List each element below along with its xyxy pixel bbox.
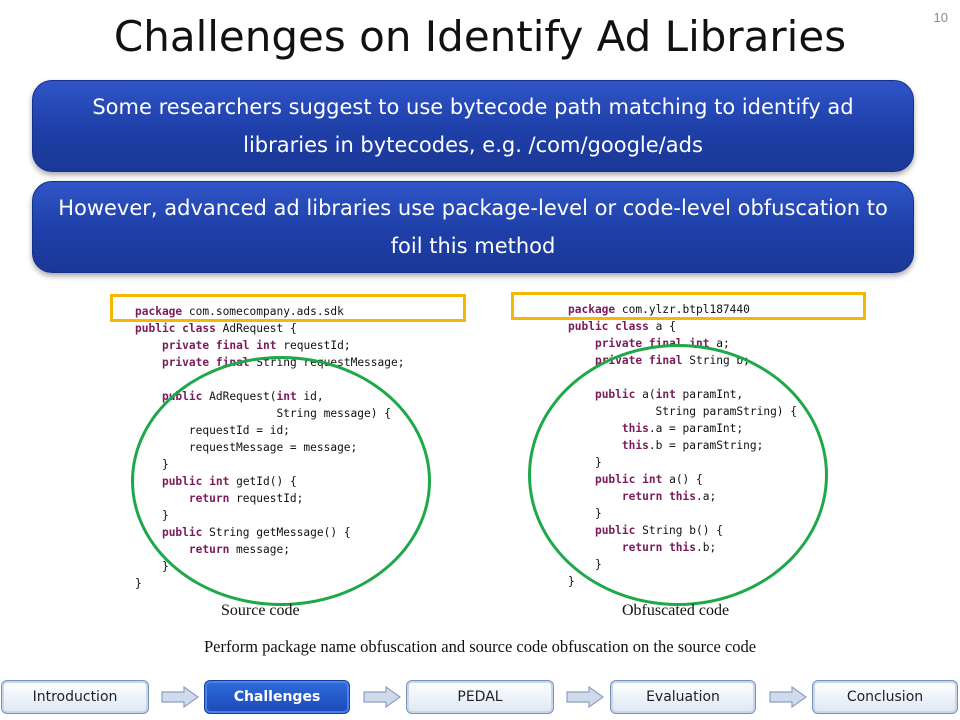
nav-arrow-icon: [161, 686, 200, 708]
nav-item-evaluation[interactable]: Evaluation: [610, 680, 756, 714]
callout-obfuscation: However, advanced ad libraries use packa…: [32, 181, 914, 273]
code-line: package com.ylzr.btpl187440: [568, 303, 750, 316]
code-line: package com.somecompany.ads.sdk: [135, 305, 344, 318]
code-line: public class a {: [568, 320, 676, 333]
nav-item-conclusion[interactable]: Conclusion: [812, 680, 958, 714]
code-line: }: [568, 575, 575, 588]
source-code-ellipse: [131, 356, 431, 606]
nav-arrow-icon: [566, 686, 605, 708]
obfuscated-code-ellipse: [528, 344, 828, 606]
nav-item-introduction[interactable]: Introduction: [1, 680, 149, 714]
code-line: }: [135, 560, 169, 573]
code-line: private final int requestId;: [161, 339, 351, 352]
obfuscation-note: Perform package name obfuscation and sou…: [203, 637, 757, 656]
page-title: Challenges on Identify Ad Libraries: [113, 12, 847, 61]
slide-number: 10: [933, 10, 948, 25]
code-line: public class AdRequest {: [135, 322, 297, 335]
callout-bytecode-matching: Some researchers suggest to use bytecode…: [32, 80, 914, 172]
nav-arrow-icon: [363, 686, 402, 708]
code-line: }: [135, 577, 142, 590]
section-nav: Introduction Challenges PEDAL Evaluation…: [0, 680, 960, 716]
nav-arrow-icon: [769, 686, 808, 708]
nav-item-pedal[interactable]: PEDAL: [406, 680, 554, 714]
nav-item-challenges[interactable]: Challenges: [204, 680, 350, 714]
obfuscated-package-highlight: [511, 292, 866, 320]
obfuscated-code-caption: Obfuscated code: [622, 602, 730, 619]
source-package-highlight: [110, 294, 466, 322]
source-code-caption: Source code: [221, 602, 300, 619]
